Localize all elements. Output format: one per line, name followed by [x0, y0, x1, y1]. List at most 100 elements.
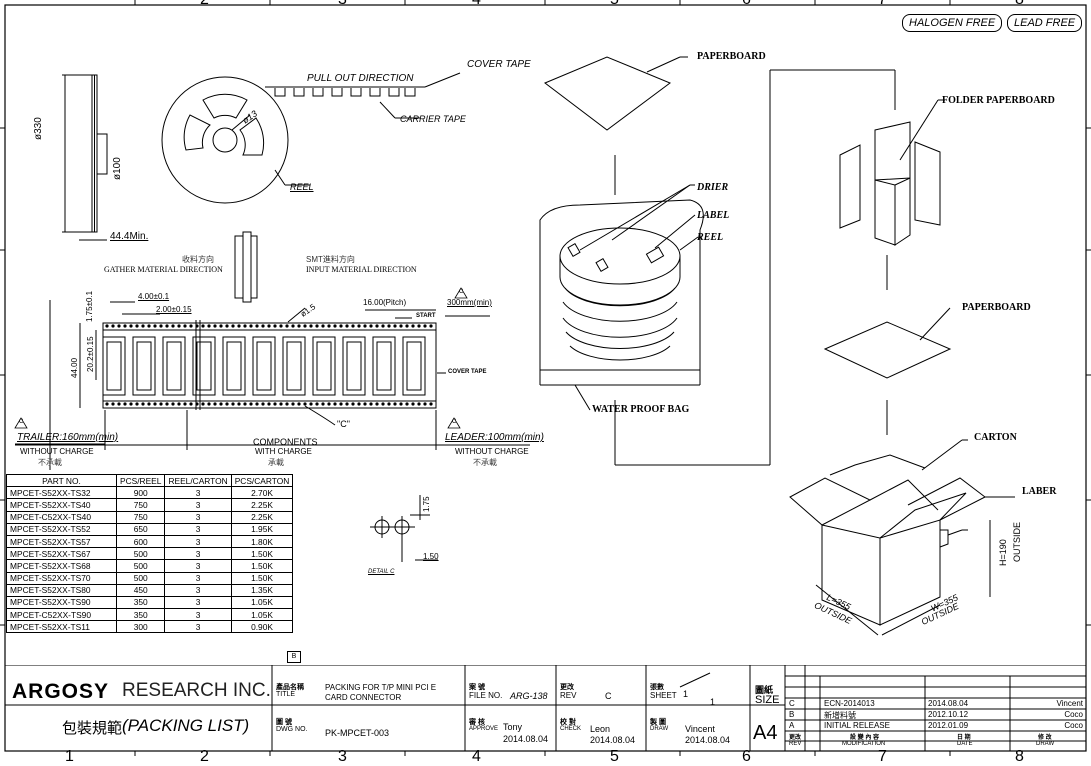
check-label: CHECK [560, 726, 582, 732]
part-table-header: PART NO. PCS/REEL REEL/CARTON PCS/CARTON [6, 473, 294, 488]
reel-carton-cell: 3 [164, 608, 232, 622]
size-label: SIZE [755, 694, 780, 706]
sprocket-hole [261, 324, 265, 328]
sprocket-hole [417, 402, 421, 406]
sprocket-hole [387, 324, 391, 328]
sprocket-hole [393, 324, 397, 328]
sprocket-hole [363, 402, 367, 406]
grid-number-bottom: 6 [742, 748, 751, 765]
pitch-label: 16.00(Pitch) [363, 298, 407, 307]
min-width-label: 44.4Min. [110, 231, 149, 242]
sprocket-hole [297, 402, 301, 406]
grid-number-top: 2 [200, 0, 209, 9]
input-label: INPUT MATERIAL DIRECTION [306, 265, 417, 274]
sprocket-hole [321, 324, 325, 328]
sprocket-hole [339, 324, 343, 328]
sprocket-hole [255, 402, 259, 406]
rev-modification: ECN-2014013 [824, 699, 875, 708]
pcs-carton-cell: 1.50K [230, 559, 294, 573]
sprocket-hole [339, 402, 343, 406]
bag-diagram [539, 56, 704, 411]
c-mark-label: "C" [337, 419, 350, 429]
dim-400-label: 4.00±0.1 [138, 292, 170, 301]
sprocket-hole [189, 402, 193, 406]
pcs-reel-cell: 600 [115, 534, 166, 549]
part-no-cell: MPCET-S52XX-TS57 [6, 534, 117, 549]
sprocket-hole [399, 402, 403, 406]
reel-carton-cell: 3 [164, 534, 232, 549]
sprocket-hole [429, 324, 433, 328]
sprocket-hole [255, 324, 259, 328]
water-proof-bag-label: WATER PROOF BAG [592, 404, 690, 415]
rev-letter: C [789, 699, 795, 708]
pcs-carton-cell: 1.05K [230, 608, 294, 622]
col-part-no: PART NO. [6, 473, 117, 488]
grid-number-bottom: 5 [610, 748, 619, 765]
size-value: A4 [753, 722, 778, 744]
dia-100-label: ø100 [112, 157, 123, 180]
packing-cn: 包裝規範 [62, 720, 123, 737]
grid-number-bottom: 8 [1015, 748, 1024, 765]
sheet-cn: 張數 [650, 684, 664, 691]
check-name: Leon [590, 724, 611, 734]
col-reel-carton: REEL/CARTON [164, 473, 232, 488]
sprocket-hole [237, 402, 241, 406]
leader-label: LEADER:100mm(min) [445, 432, 544, 443]
sprocket-hole [279, 402, 283, 406]
rev-modification: 新增料號 [824, 711, 856, 720]
sprocket-hole [189, 324, 193, 328]
company-logo: ARGOSY [12, 680, 110, 703]
sprocket-hole [219, 402, 223, 406]
part-table-rev-mark: B [287, 651, 301, 663]
trailer-cn: 不承載 [38, 458, 62, 467]
sprocket-hole [183, 402, 187, 406]
rev-date: 2014.08.04 [928, 699, 969, 708]
grid-number-bottom: 4 [472, 748, 481, 765]
sprocket-hole [111, 324, 115, 328]
detail-c-diagram [370, 495, 438, 562]
sprocket-hole [147, 402, 151, 406]
company-name: RESEARCH INC. [122, 680, 271, 701]
sprocket-hole [207, 324, 211, 328]
sprocket-hole [381, 324, 385, 328]
lead-free-badge: LEAD FREE [1007, 14, 1083, 32]
grid-number-top: 8 [1015, 0, 1024, 9]
sprocket-hole [381, 402, 385, 406]
sprocket-hole [327, 324, 331, 328]
sprocket-hole [309, 324, 313, 328]
rev-letter: A [789, 721, 795, 730]
title-value: PACKING FOR T/P MINI PCI E [325, 683, 437, 692]
pcs-carton-cell: 0.90K [230, 620, 294, 634]
pcs-reel-cell: 450 [115, 583, 166, 597]
carton-diagram [614, 69, 1015, 636]
draw-label: DRAW [650, 726, 669, 732]
sprocket-hole [153, 402, 157, 406]
reel-carton-cell: 3 [164, 559, 232, 573]
size-cn: 圖紙 [755, 685, 774, 695]
part-no-cell: MPCET-S52XX-TS52 [6, 522, 117, 536]
sprocket-hole [243, 324, 247, 328]
sprocket-hole [183, 324, 187, 328]
sprocket-hole [129, 402, 133, 406]
reel-carton-cell: 3 [164, 498, 232, 512]
sprocket-hole [135, 402, 139, 406]
gather-cn-label: 收料方向 [182, 255, 214, 264]
col-pcs-carton: PCS/CARTON [230, 473, 294, 488]
sprocket-hole [165, 324, 169, 328]
sprocket-hole [285, 402, 289, 406]
pcs-reel-cell: 500 [115, 571, 166, 585]
min300-label: 300mm(min) [447, 298, 492, 307]
sprocket-hole [309, 402, 313, 406]
bag-paperboard-label: PAPERBOARD [697, 51, 766, 62]
sprocket-hole [243, 402, 247, 406]
rev-head-draw: DRAW [1036, 741, 1055, 747]
pcs-reel-cell: 900 [115, 486, 166, 500]
sprocket-hole [345, 402, 349, 406]
file-value: ARG-138 [510, 691, 548, 701]
components-label: COMPONENTS [253, 437, 318, 447]
sprocket-hole [369, 324, 373, 328]
dim-175-label: 1.75±0.1 [85, 290, 94, 322]
